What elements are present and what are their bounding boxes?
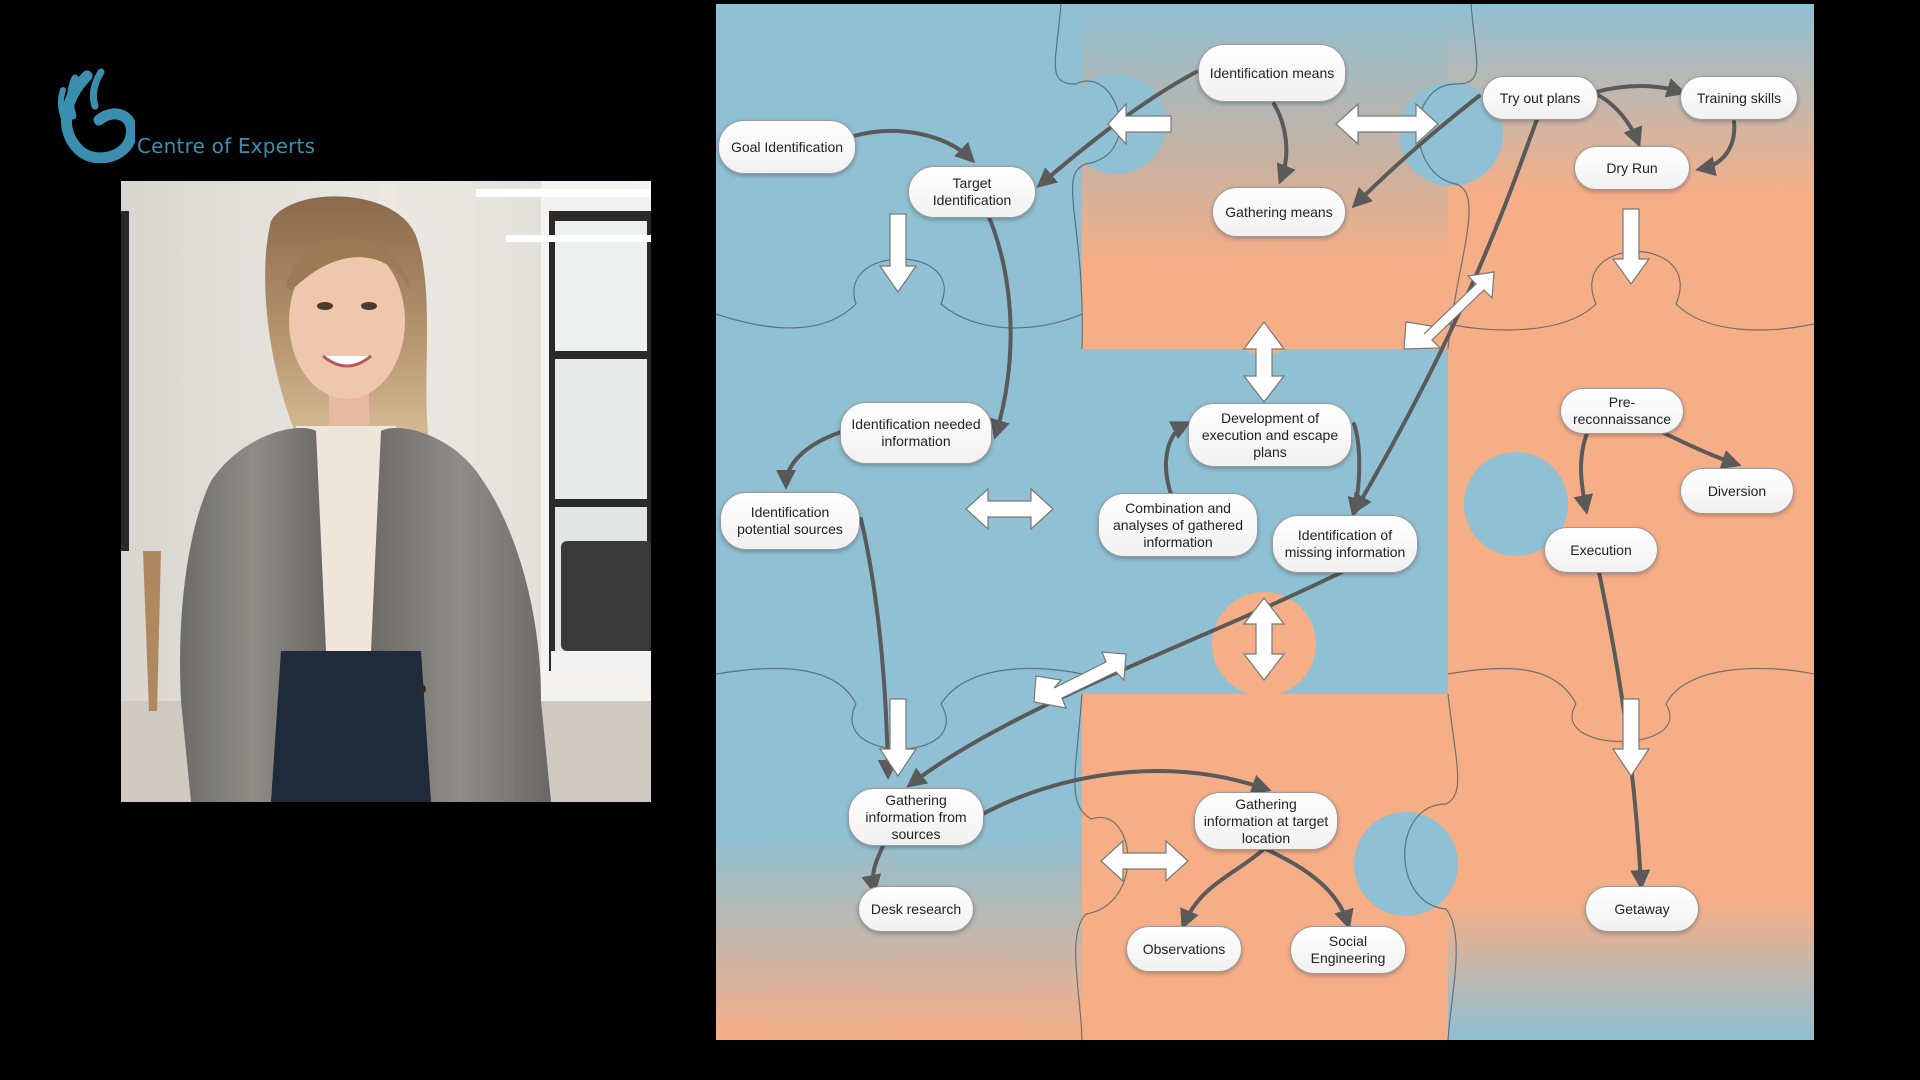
node-getaway: Getaway	[1585, 886, 1699, 932]
hand-okay-icon	[57, 68, 137, 164]
node-dry-run: Dry Run	[1574, 146, 1690, 190]
portrait-photo	[121, 181, 651, 802]
logo-text: Centre of Experts	[137, 134, 316, 158]
node-development-plans: Development of execution and escape plan…	[1188, 403, 1352, 467]
node-diversion: Diversion	[1680, 468, 1794, 514]
centre-of-experts-logo: Centre of Experts	[55, 68, 315, 168]
node-pre-reconnaissance: Pre- reconnaissance	[1560, 388, 1684, 434]
node-try-out-plans: Try out plans	[1482, 76, 1598, 120]
node-execution: Execution	[1544, 527, 1658, 573]
node-observations: Observations	[1126, 926, 1242, 972]
node-target-identification: Target Identification	[908, 166, 1036, 218]
node-gathering-means: Gathering means	[1212, 187, 1346, 237]
puzzle-process-diagram: Identification means Try out plans Train…	[716, 4, 1814, 1040]
node-social-engineering: Social Engineering	[1290, 926, 1406, 974]
node-identification-needed-information: Identification needed information	[840, 402, 992, 464]
node-identification-potential-sources: Identification potential sources	[720, 492, 860, 550]
node-gathering-information-target: Gathering information at target location	[1194, 792, 1338, 850]
node-identification-means: Identification means	[1198, 44, 1346, 102]
node-combination-analyses: Combination and analyses of gathered inf…	[1098, 493, 1258, 557]
node-training-skills: Training skills	[1680, 76, 1798, 120]
node-identification-missing-information: Identification of missing information	[1272, 515, 1418, 573]
node-desk-research: Desk research	[858, 886, 974, 932]
node-gathering-information-sources: Gathering information from sources	[848, 788, 984, 846]
node-goal-identification: Goal Identification	[718, 120, 856, 174]
